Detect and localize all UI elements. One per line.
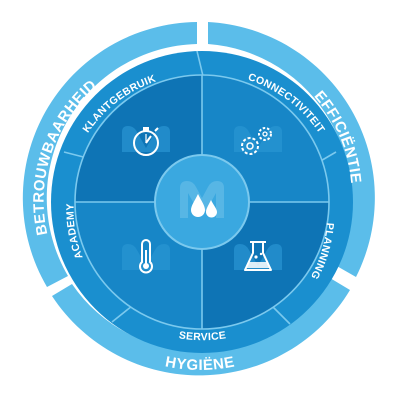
gears-icon — [234, 126, 282, 155]
stopwatch-icon — [122, 126, 170, 156]
outer-segment-right — [208, 22, 375, 277]
water-drops-logo-icon — [180, 181, 224, 218]
flask-icon — [234, 241, 282, 271]
outer-segment-bottom — [52, 278, 350, 376]
label-service: SERVICE — [178, 329, 227, 343]
outer-segment-left — [22, 22, 198, 287]
label-hygiene: HYGIËNE — [164, 354, 236, 375]
thermometer-icon — [122, 239, 170, 274]
